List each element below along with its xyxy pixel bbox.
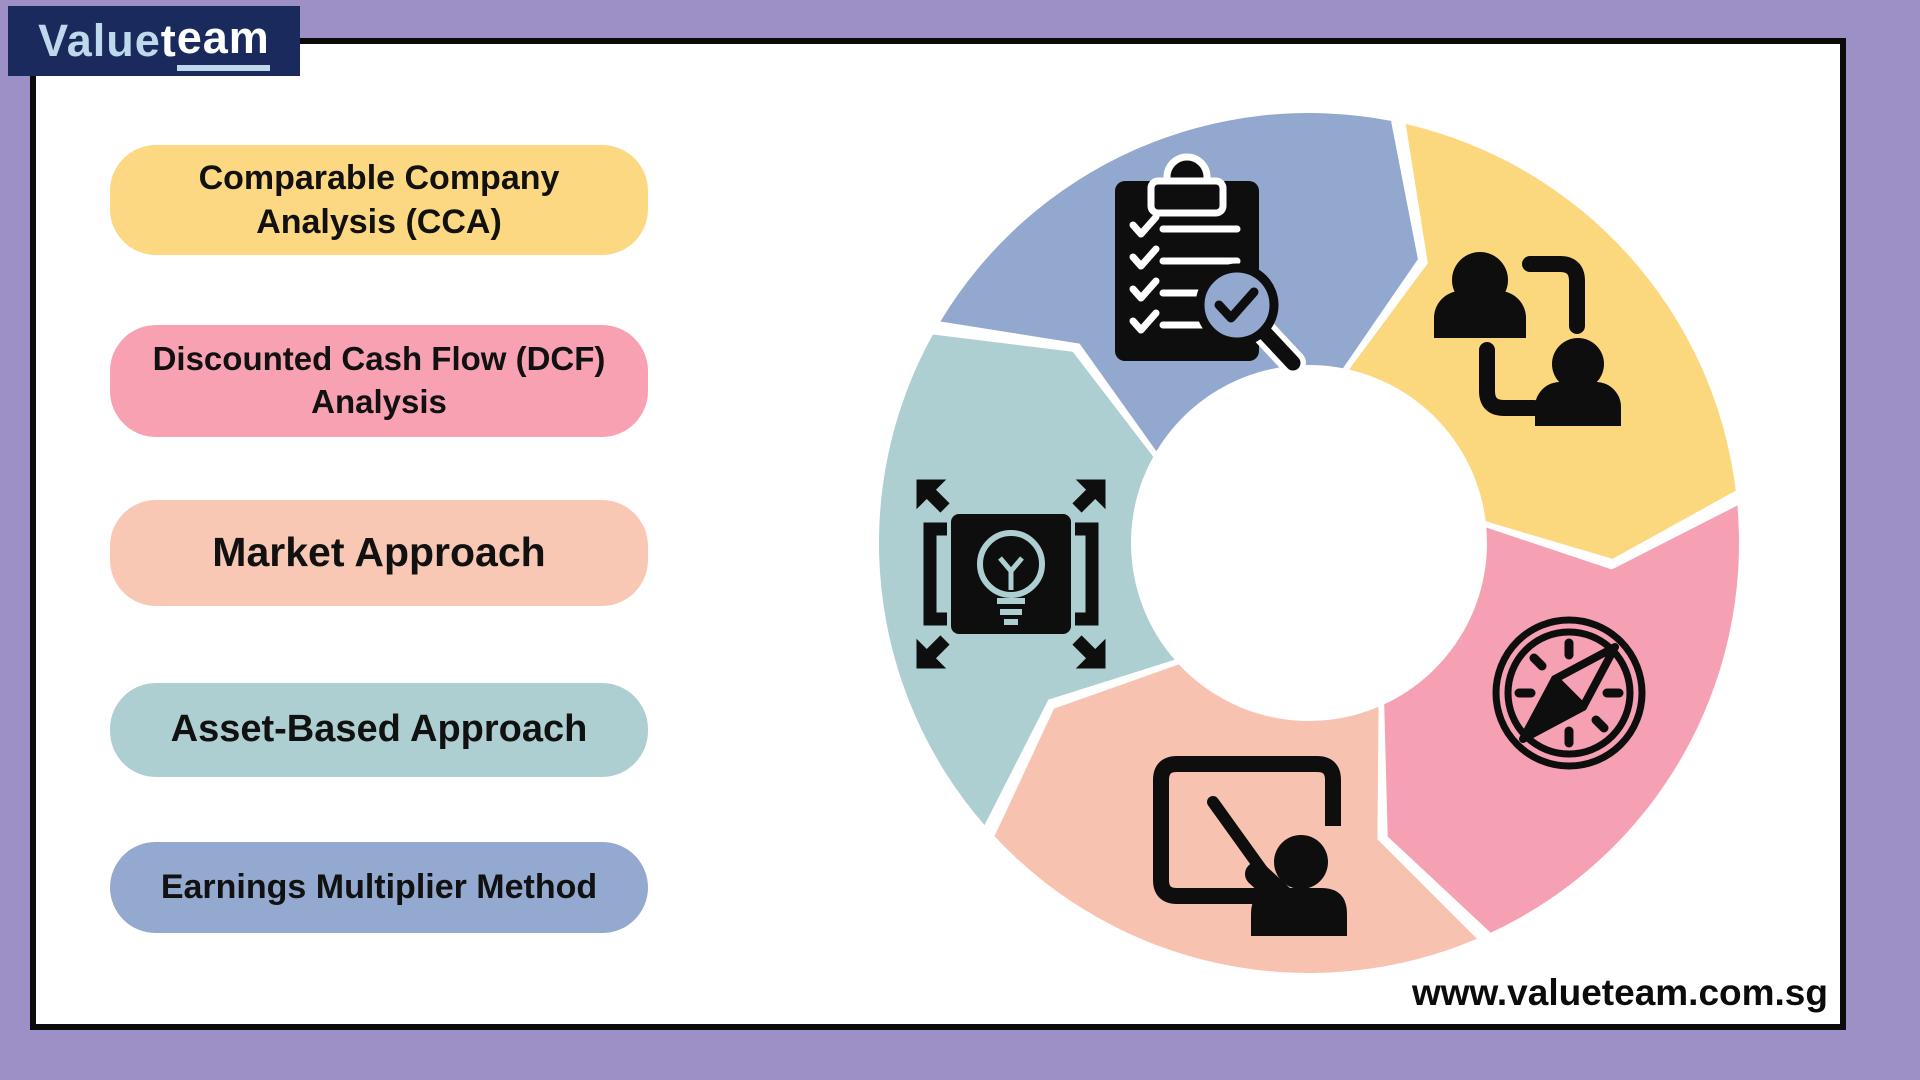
method-pill-label: Comparable Company Analysis (CCA): [198, 158, 560, 241]
method-pill-label: Discounted Cash Flow (DCF) Analysis: [152, 340, 606, 420]
logo-text-value: Value: [38, 15, 161, 66]
method-pill: Asset-Based Approach: [110, 683, 648, 777]
method-pill-label: Earnings Multiplier Method: [160, 868, 598, 907]
method-pill-label: Asset-Based Approach: [170, 708, 588, 751]
website-url: www.valueteam.com.sg: [1411, 972, 1828, 1013]
method-pill: Earnings Multiplier Method: [110, 842, 648, 933]
method-pill: Market Approach: [110, 500, 648, 606]
logo-text-eam-underlined: eam: [176, 12, 270, 71]
method-pill: Discounted Cash Flow (DCF) Analysis: [110, 325, 648, 437]
method-pill-label: Market Approach: [212, 529, 546, 576]
logo-text-t: t: [160, 15, 177, 66]
method-pill: Comparable Company Analysis (CCA): [110, 145, 648, 255]
